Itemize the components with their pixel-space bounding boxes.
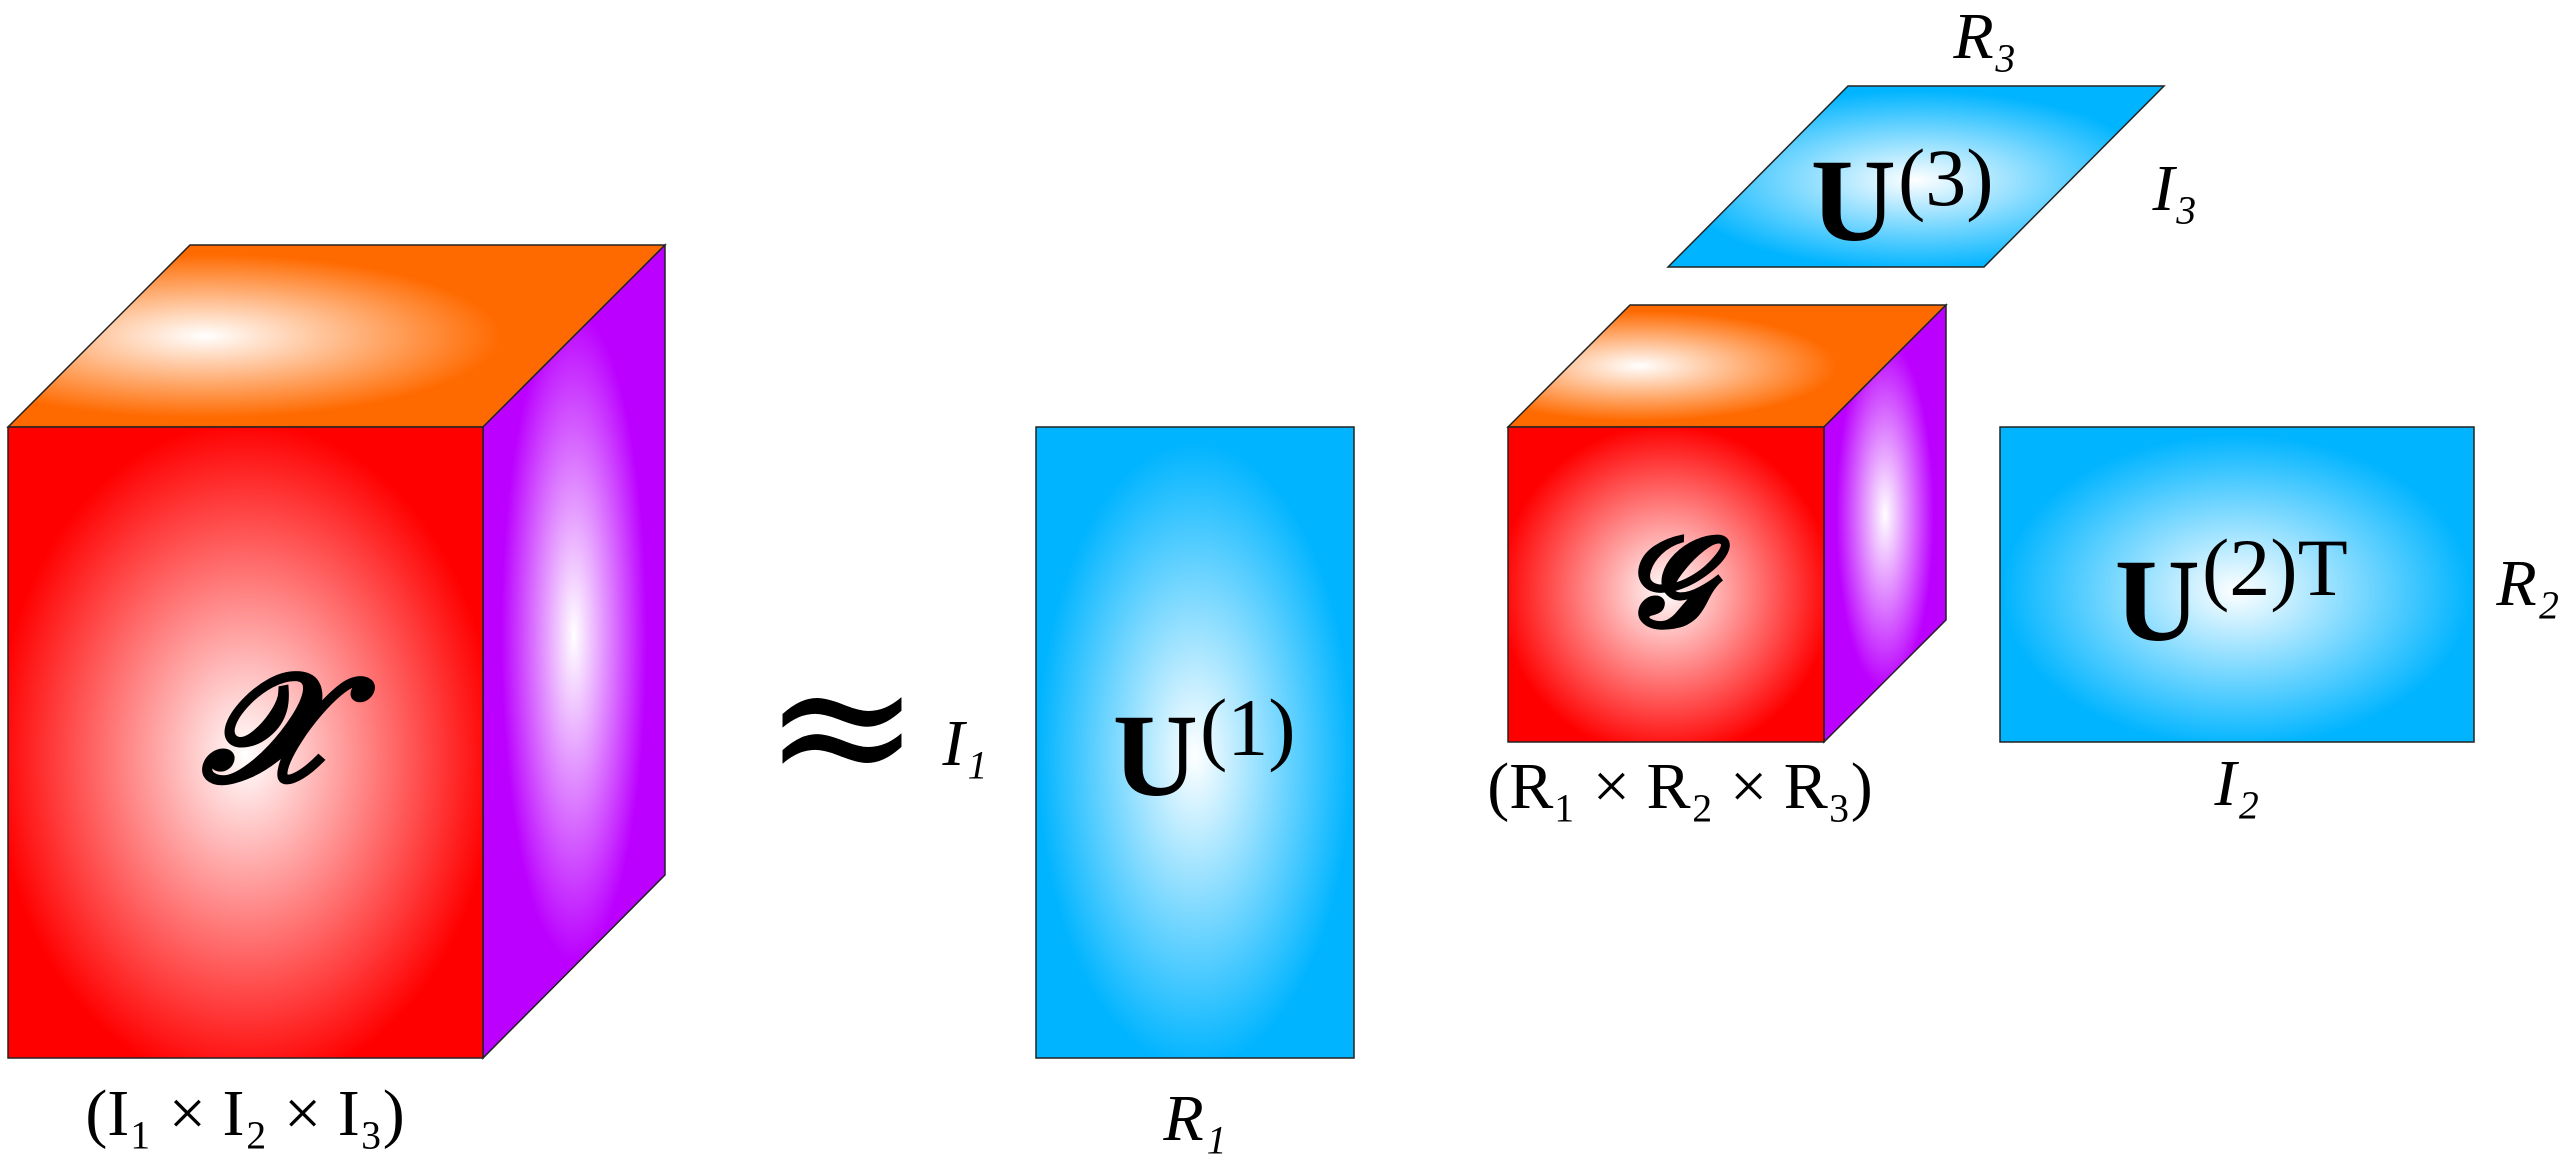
core-tensor-g-cube: 𝓖 (R₁ × R₂ × R₃): [1487, 303, 1948, 823]
core-g-dims-label: (R₁ × R₂ × R₃): [1487, 750, 1873, 823]
factor-u3-matrix: U (3) R₃ I₃: [1666, 0, 2198, 268]
factor-u1-row-label: I₁: [942, 707, 988, 780]
factor-u2t-superscript: (2)T: [2202, 522, 2348, 613]
tensor-x-cube: 𝓧 (I₁ × I₂ × I₃): [6, 243, 667, 1150]
approx-symbol: ≈: [762, 614, 921, 835]
factor-u1-rect: [1035, 426, 1355, 1059]
factor-u2t-rect: [1999, 426, 2475, 743]
factor-u1-symbol: U: [1113, 690, 1198, 821]
factor-u2t-symbol: U: [2115, 535, 2200, 666]
factor-u1-col-label: R₁: [1162, 1082, 1226, 1155]
factor-u2t-col-label: I₂: [2214, 747, 2260, 820]
factor-u3-parallelogram: [1666, 85, 2166, 268]
factor-u1-matrix: U (1) I₁ R₁: [942, 426, 1355, 1155]
factor-u2t-row-label: R₂: [2495, 547, 2559, 620]
factor-u3-superscript: (3): [1898, 132, 1994, 223]
tensor-x-dims-label: (I₁ × I₂ × I₃): [85, 1077, 404, 1150]
factor-u1-superscript: (1): [1200, 682, 1296, 773]
core-g-front-face: [1507, 426, 1825, 743]
factor-u2t-matrix: U (2)T R₂ I₂: [1999, 426, 2560, 820]
factor-u3-symbol: U: [1811, 135, 1896, 266]
factor-u3-top-label: R₃: [1952, 0, 2016, 73]
factor-u3-side-label: I₃: [2152, 152, 2198, 225]
tensor-x-front-face: [7, 426, 484, 1059]
